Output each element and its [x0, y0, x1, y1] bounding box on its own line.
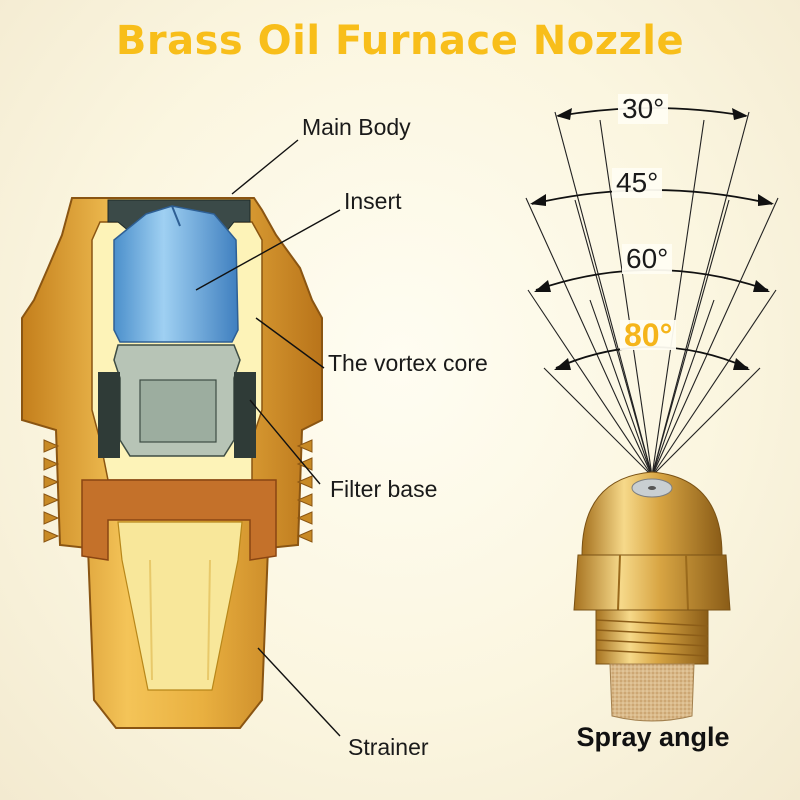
angle-label-45: 45°: [612, 168, 663, 198]
angle-label-60: 60°: [622, 244, 673, 274]
cross-section: [21, 197, 323, 729]
label-strainer: Strainer: [348, 734, 429, 760]
angle-label-80: 80°: [620, 319, 677, 351]
strainer-part: [117, 521, 243, 691]
label-main-body: Main Body: [302, 114, 411, 140]
label-filter-base: Filter base: [330, 476, 438, 502]
label-insert: Insert: [344, 188, 402, 214]
leader-lines: [195, 139, 341, 737]
label-vortex-core: The vortex core: [328, 350, 488, 376]
nozzle-photo: [573, 471, 731, 722]
arrow-heads: [530, 108, 774, 370]
spray-lines: [525, 111, 779, 477]
page-title: Brass Oil Furnace Nozzle: [115, 18, 685, 64]
thread-right: [296, 439, 313, 543]
filter-base-part: [81, 479, 277, 561]
thread-left: [43, 439, 60, 543]
spray-angle-caption: Spray angle: [576, 722, 730, 752]
angle-label-30: 30°: [618, 94, 669, 124]
insert-part: [113, 205, 239, 343]
